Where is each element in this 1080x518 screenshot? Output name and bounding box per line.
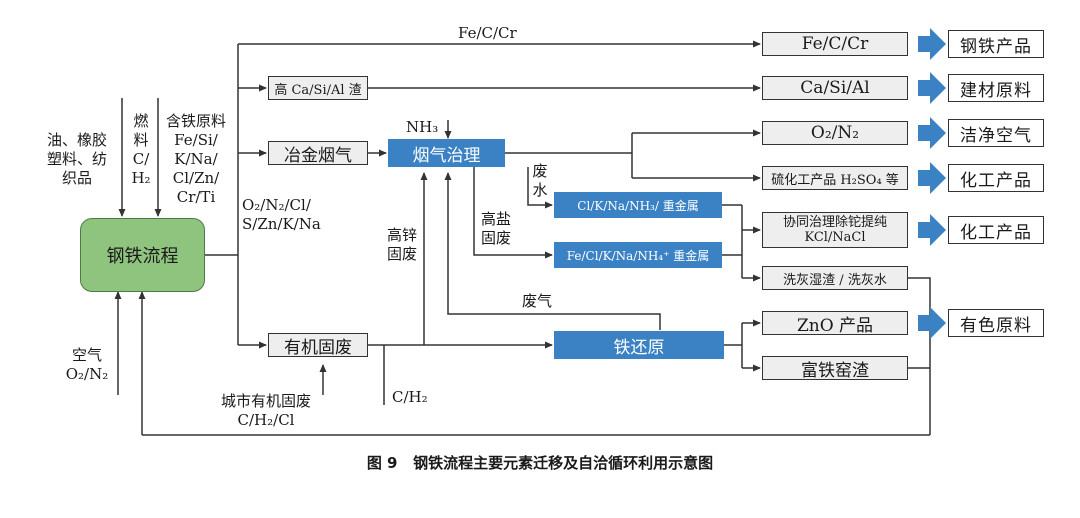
output-wash-residue: 洗灰湿渣 / 洗灰水 [762,266,908,290]
label-nh3: NH₃ [406,118,439,136]
product-chemical-2: 化工产品 [948,216,1044,244]
label-waste-water: 废 水 [532,162,548,199]
output-zno: ZnO 产品 [762,311,908,336]
label-fuel: 燃 料 C/ H₂ [131,112,151,187]
figure-title: 钢铁流程主要元素迁移及自洽循环利用示意图 [413,454,714,472]
label-urban-organic-waste: 城市有机固废 C/H₂/Cl [220,392,311,429]
product-nonferrous: 有色原料 [948,309,1044,337]
output-fe-c-cr: Fe/C/Cr [762,32,908,56]
iron-reduction-node: 铁还原 [554,331,724,359]
salt-recovery-b-node: Fe/Cl/K/Na/NH₄⁺ 重金属 [554,242,722,268]
label-c-h2: C/H₂ [392,388,428,406]
product-clean-air: 洁净空气 [948,119,1044,147]
product-chemical-1: 化工产品 [948,164,1044,192]
connector-lines [114,40,931,436]
figure-number: 图 9 [366,454,398,472]
smelt-fume-node: 冶金烟气 [268,141,368,166]
slag-node: 高 Ca/Si/Al 渣 [268,76,368,100]
label-high-zinc-waste: 高锌 固废 [386,226,417,263]
organic-waste-node: 有机固废 [268,333,368,358]
output-ca-si-al: Ca/Si/Al [762,76,908,100]
figure-caption: 图 9 钢铁流程主要元素迁移及自洽循环利用示意图 [0,452,1080,473]
label-air: 空气 O₂/N₂ [65,346,109,383]
label-gas-mixture: O₂/N₂/Cl/ S/Zn/K/Na [242,196,321,233]
label-high-salt-waste: 高盐 固废 [480,210,511,247]
salt-recovery-a-node: Cl/K/Na/NH₃/ 重金属 [554,192,722,218]
steel-process-node: 钢铁流程 [80,218,205,292]
output-iron-kiln-slag: 富铁窑渣 [762,356,908,381]
output-kcl-nacl: 协同治理除铊提纯 KCl/NaCl [762,212,908,248]
label-iron-materials: 含铁原料 Fe/Si/ K/Na/ Cl/Zn/ Cr/Ti [165,112,226,206]
product-building-material: 建材原料 [948,74,1044,102]
output-o2-n2: O₂/N₂ [762,121,908,145]
product-steel: 钢铁产品 [948,30,1044,58]
product-arrows [918,28,946,339]
fume-treatment-node: 烟气治理 [388,139,505,167]
label-waste-gas: 废气 [522,292,553,310]
label-top-fe-c-cr: Fe/C/Cr [458,24,517,42]
label-oil-rubber-plastic: 油、橡胶 塑料、纺 织品 [46,131,107,187]
output-sulfur-chem: 硫化工产品 H₂SO₄ 等 [762,166,908,190]
